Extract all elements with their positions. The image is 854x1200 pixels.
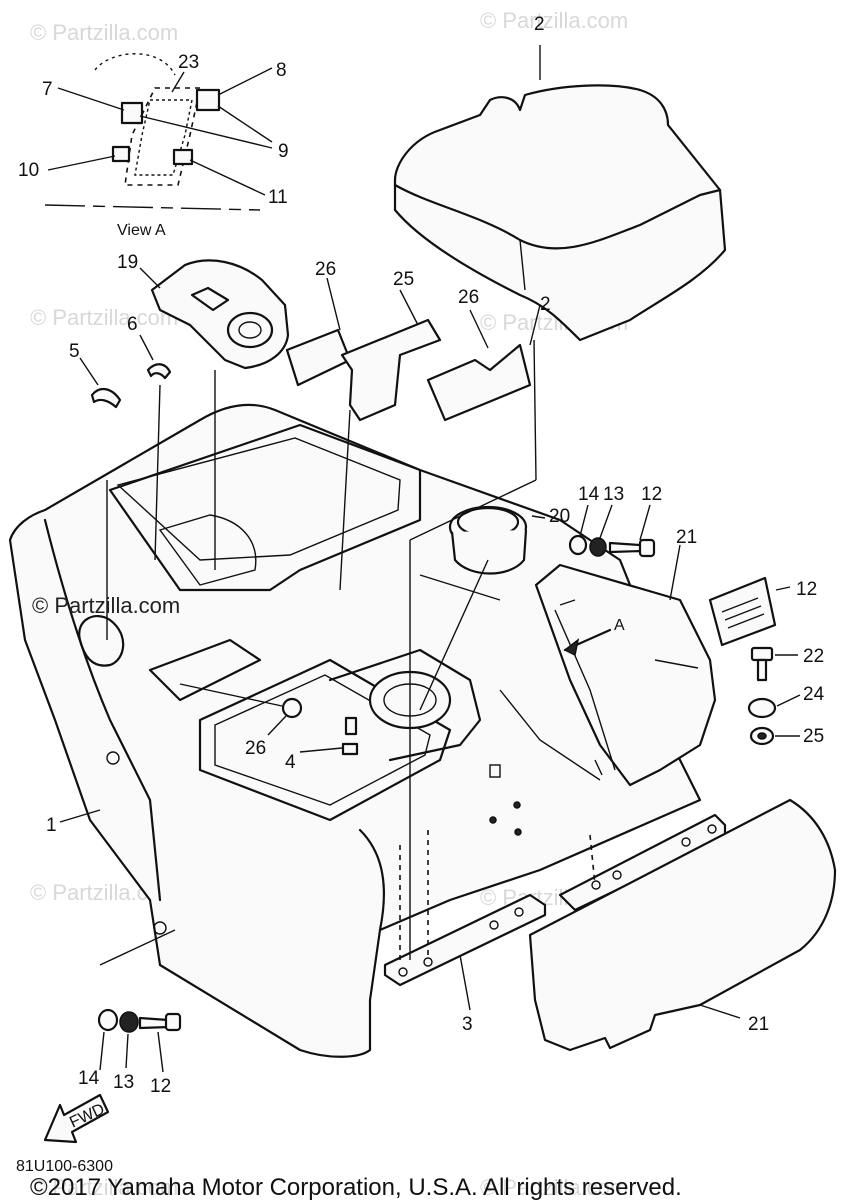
view-a-block-11 (172, 148, 194, 166)
part-17-panel: 21 A (534, 527, 717, 787)
view-a-block-7 (120, 101, 144, 125)
callout-13: 13 (603, 484, 624, 505)
callout-14: 14 (578, 484, 600, 505)
parts-25-26: 26 25 26 (285, 259, 532, 422)
callout-17: 21 (676, 527, 697, 548)
callout-12: 12 (641, 484, 662, 505)
callout-3: 3 (462, 1014, 473, 1035)
part-3-bracket: 3 (383, 813, 727, 1035)
callout-16: 20 (549, 506, 570, 527)
callout-2: 2 (534, 14, 545, 35)
part-2-cover: 2 2 (393, 14, 727, 346)
part-16-grommet: 20 (448, 505, 570, 575)
callout-6: 6 (127, 314, 138, 335)
view-a-label: 23 (178, 52, 199, 73)
part-15: 19 (117, 252, 290, 370)
view-a-label: 10 (18, 160, 39, 181)
watermark-text: © Partzilla.com (30, 1175, 178, 1200)
view-a-block-8 (195, 88, 221, 112)
callout-22: 26 (245, 738, 266, 759)
callout-12b: 12 (150, 1076, 171, 1097)
bolt-set-lower: 14 13 12 (78, 1008, 182, 1097)
callout-26b: 26 (458, 287, 479, 308)
watermark-text: © Partzilla.com (480, 1175, 628, 1200)
part-18-panel: 21 (528, 798, 837, 1052)
callout-14b: 14 (78, 1068, 100, 1089)
view-a-label: 9 (278, 141, 289, 162)
callout-18: 21 (748, 1014, 769, 1035)
diagram-code: 81U100-6300 (16, 1158, 113, 1175)
callout-1: 1 (46, 815, 57, 836)
view-a-title: View A (117, 222, 166, 239)
parts-4-22: 26 4 (179, 683, 359, 773)
view-a-marker: A (614, 617, 625, 634)
view-a-inset: 23 8 7 9 10 11 View A (18, 52, 289, 239)
callout-20: 24 (803, 684, 825, 705)
part-24-label: 12 (708, 576, 817, 647)
callout-26: 26 (315, 259, 336, 280)
watermark-text: © Partzilla.com (32, 593, 180, 618)
watermark-text: © Partzilla.com (480, 8, 628, 33)
view-a-label: 11 (268, 187, 288, 208)
bolt-set-upper: 14 13 12 (568, 484, 662, 558)
view-a-label: 7 (42, 79, 53, 100)
view-a-label: 8 (276, 60, 287, 81)
callout-5: 5 (69, 341, 80, 362)
callout-19: 22 (803, 646, 824, 667)
callout-15: 19 (117, 252, 138, 273)
callout-4: 4 (285, 752, 296, 773)
assembly-lines (99, 339, 603, 966)
watermark-text: © Partzilla.com (30, 305, 178, 330)
view-a-block-10 (111, 145, 131, 163)
watermark-text: © Partzilla.com (30, 20, 178, 45)
callout-13b: 13 (113, 1072, 134, 1093)
forward-arrow: FWD (43, 1093, 110, 1144)
callout-24: 12 (796, 579, 817, 600)
callout-2b: 2 (540, 294, 551, 315)
parts-5-6-clips: 5 6 (69, 314, 172, 409)
copyright-text: ©2017 Yamaha Motor Corporation, U.S.A. A… (30, 1174, 682, 1200)
callout-21: 25 (803, 726, 824, 747)
parts-19-20-21: 22 24 25 (747, 646, 825, 747)
callout-25: 25 (393, 269, 414, 290)
